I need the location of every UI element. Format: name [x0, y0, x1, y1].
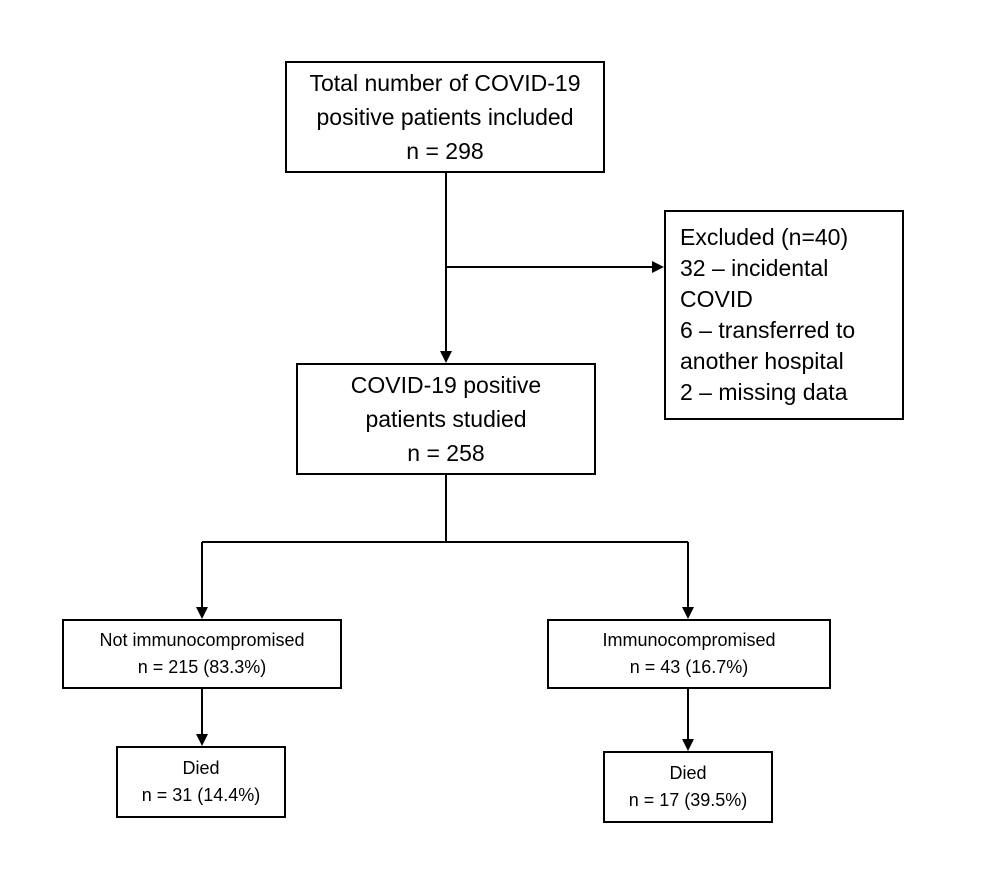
died-not-immunocompromised-box: Died n = 31 (14.4%) — [116, 746, 286, 818]
excluded-item-incidental-cont: COVID — [680, 286, 753, 312]
total-patients-line-2: positive patients included — [316, 104, 574, 130]
excluded-item-incidental: 32 – incidental — [680, 255, 829, 281]
not-immunocompromised-label: Not immunocompromised — [99, 630, 305, 650]
died-right-count: n = 17 (39.5%) — [628, 790, 748, 810]
total-patients-count: n = 298 — [406, 138, 484, 164]
immunocompromised-count: n = 43 (16.7%) — [629, 657, 749, 677]
not-immunocompromised-count: n = 215 (83.3%) — [137, 657, 267, 677]
died-immunocompromised-box: Died n = 17 (39.5%) — [603, 751, 773, 823]
excluded-title: Excluded (n=40) — [680, 224, 849, 250]
studied-patients-count: n = 258 — [407, 440, 485, 466]
died-right-label: Died — [669, 763, 707, 783]
total-patients-box: Total number of COVID-19 positive patien… — [285, 61, 605, 173]
excluded-item-transferred: 6 – transferred to — [680, 317, 856, 343]
studied-patients-line-1: COVID-19 positive — [350, 372, 542, 398]
studied-patients-line-2: patients studied — [365, 406, 527, 432]
studied-patients-box: COVID-19 positive patients studied n = 2… — [296, 363, 596, 475]
died-left-count: n = 31 (14.4%) — [141, 785, 261, 805]
immunocompromised-box: Immunocompromised n = 43 (16.7%) — [547, 619, 831, 689]
total-patients-line-1: Total number of COVID-19 — [309, 70, 581, 96]
excluded-box: Excluded (n=40) 32 – incidental COVID 6 … — [664, 210, 904, 420]
immunocompromised-label: Immunocompromised — [602, 630, 776, 650]
excluded-item-missing: 2 – missing data — [680, 379, 848, 405]
not-immunocompromised-box: Not immunocompromised n = 215 (83.3%) — [62, 619, 342, 689]
excluded-item-transferred-cont: another hospital — [680, 348, 844, 374]
died-left-label: Died — [182, 758, 220, 778]
